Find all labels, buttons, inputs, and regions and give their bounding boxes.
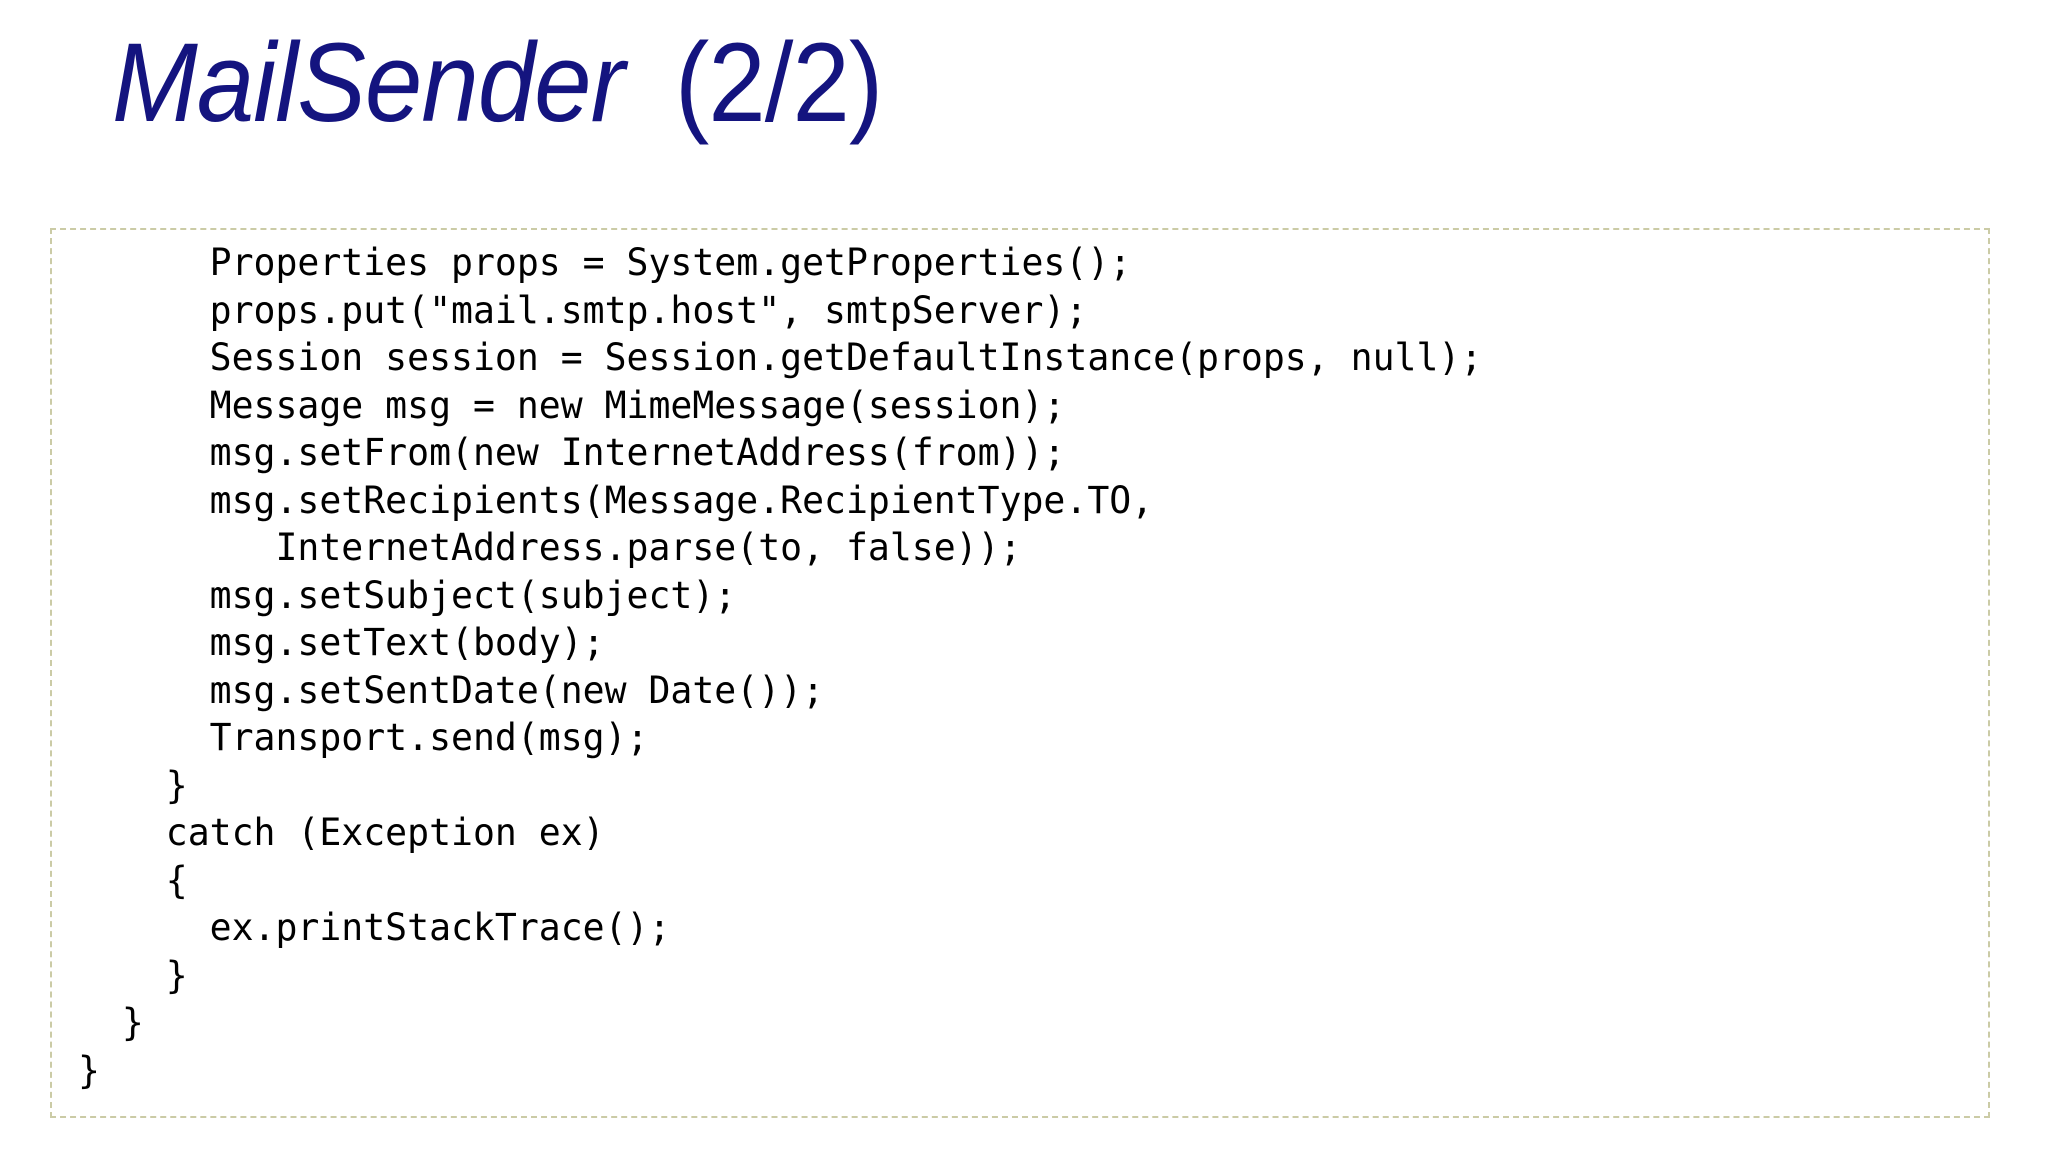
code-line: msg.setText(body); <box>78 621 605 664</box>
code-line: } <box>78 1048 100 1092</box>
code-line: ex.printStackTrace(); <box>78 906 671 949</box>
page-title: MailSender (2/2) <box>112 8 900 158</box>
code-line: Session session = Session.getDefaultInst… <box>78 336 1483 379</box>
code-listing: Properties props = System.getProperties(… <box>78 239 1482 1094</box>
code-line: msg.setSubject(subject); <box>78 573 737 617</box>
code-line: msg.setFrom(new InternetAddress(from)); <box>78 431 1066 474</box>
page-title-suffix: (2/2) <box>674 20 883 145</box>
code-line: } <box>78 953 188 997</box>
code-block-container: Properties props = System.getProperties(… <box>50 228 1990 1118</box>
code-line: Transport.send(msg); <box>78 716 649 759</box>
code-line: } <box>78 1001 144 1044</box>
code-line: msg.setSentDate(new Date()); <box>78 668 825 712</box>
code-line: props.put("mail.smtp.host", smtpServer); <box>78 288 1088 332</box>
page-title-main: MailSender <box>112 20 625 145</box>
code-line: } <box>78 763 188 807</box>
code-line: catch (Exception ex) <box>78 811 605 854</box>
code-line: Message msg = new MimeMessage(session); <box>78 383 1066 427</box>
code-line: msg.setRecipients(Message.RecipientType.… <box>78 478 1154 522</box>
code-line: { <box>78 858 188 902</box>
code-line: InternetAddress.parse(to, false)); <box>78 526 1022 569</box>
code-line: Properties props = System.getProperties(… <box>78 241 1132 284</box>
